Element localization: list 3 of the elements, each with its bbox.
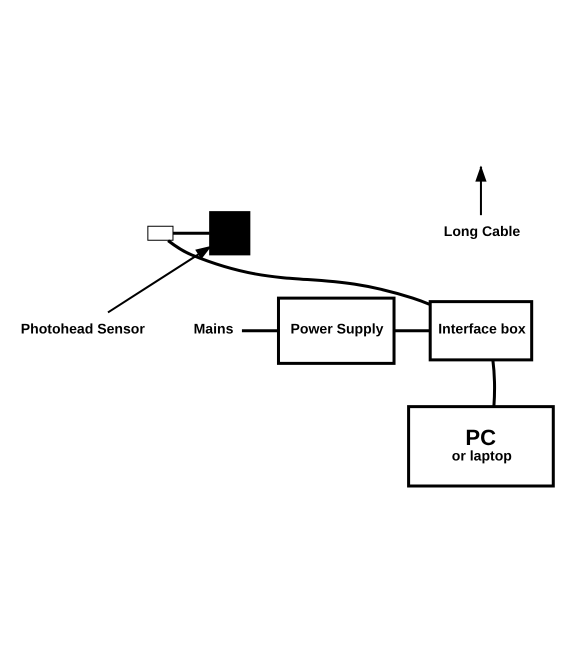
node-text: Mains: [194, 320, 234, 336]
node-text: Long Cable: [444, 222, 520, 238]
node-text: Photohead Sensor: [20, 320, 145, 336]
